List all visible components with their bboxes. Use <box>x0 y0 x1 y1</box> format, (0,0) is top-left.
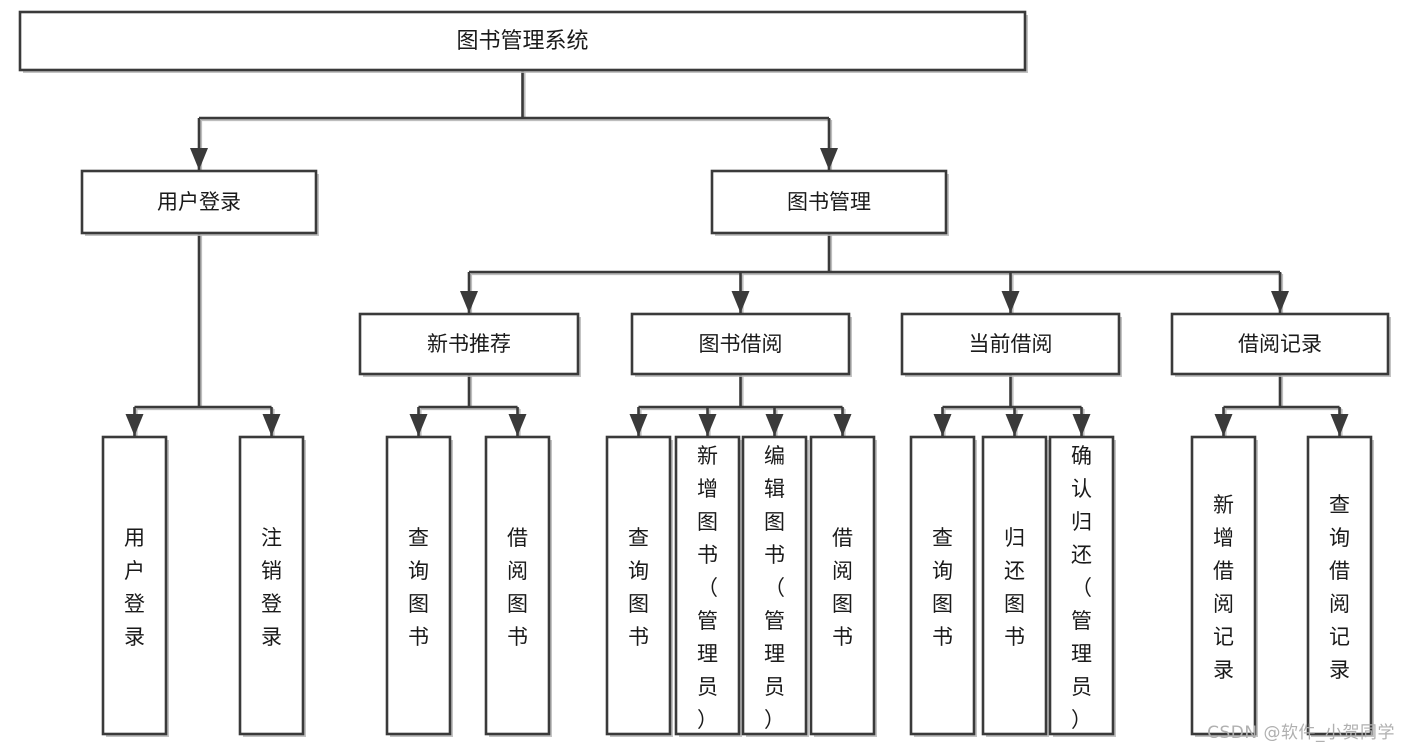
box-outline <box>101 435 168 736</box>
node-label: 确认归还（管理员） <box>1071 444 1092 732</box>
box-outline <box>981 435 1048 736</box>
node-level2-0[interactable]: 用户登录 <box>80 169 319 236</box>
connectors-layer <box>125 70 1349 438</box>
node-label: 新书推荐 <box>427 332 511 356</box>
node-leaf-6[interactable]: 编辑图书（管理员） <box>741 435 809 737</box>
arrow-head-icon <box>629 414 648 436</box>
node-label: 新增借阅记录 <box>1213 493 1234 682</box>
box-outline <box>605 435 672 736</box>
node-level3-0[interactable]: 新书推荐 <box>358 312 581 377</box>
arrow-head-icon <box>1271 291 1289 313</box>
node-label: 当前借阅 <box>969 332 1053 356</box>
node-leaf-8[interactable]: 查询图书 <box>909 435 977 737</box>
box-outline <box>18 10 1027 72</box>
node-label: 用户登录 <box>124 526 145 649</box>
node-label: 借阅记录 <box>1238 332 1322 356</box>
node-level3-2[interactable]: 当前借阅 <box>900 312 1122 377</box>
arrow-head-icon <box>190 148 208 170</box>
arrow-head-icon <box>933 414 952 436</box>
csdn-watermark: CSDN @软件_小贺同学 <box>1207 723 1395 743</box>
node-leaf-9[interactable]: 归还图书 <box>981 435 1049 737</box>
node-label: 查询图书 <box>408 526 429 649</box>
node-leaf-2[interactable]: 查询图书 <box>385 435 453 737</box>
arrow-head-icon <box>262 414 281 436</box>
box-outline <box>1170 312 1390 376</box>
node-label: 注销登录 <box>261 526 282 649</box>
node-level2-1[interactable]: 图书管理 <box>710 169 949 236</box>
box-outline <box>710 169 948 235</box>
box-outline <box>484 435 551 736</box>
box-outline <box>1048 435 1115 736</box>
arrow-head-icon <box>765 414 784 436</box>
node-label: 查询图书 <box>932 526 953 649</box>
node-leaf-7[interactable]: 借阅图书 <box>809 435 877 737</box>
box-outline <box>358 312 580 376</box>
arrow-head-icon <box>1072 414 1091 436</box>
arrow-head-icon <box>508 414 527 436</box>
box-outline <box>909 435 976 736</box>
box-outline <box>80 169 318 235</box>
node-label: 归还图书 <box>1004 526 1025 649</box>
arrow-head-icon <box>698 414 717 436</box>
arrow-head-icon <box>1214 414 1233 436</box>
box-outline <box>900 312 1121 376</box>
arrow-head-icon <box>1005 414 1024 436</box>
node-leaf-12[interactable]: 查询借阅记录 <box>1306 435 1374 737</box>
node-label: 借阅图书 <box>507 526 528 649</box>
node-level3-1[interactable]: 图书借阅 <box>630 312 852 377</box>
node-leaf-5[interactable]: 新增图书（管理员） <box>674 435 742 737</box>
box-outline <box>1306 435 1373 736</box>
arrow-head-icon <box>820 148 838 170</box>
arrow-head-icon <box>731 291 750 313</box>
node-leaf-11[interactable]: 新增借阅记录 <box>1190 435 1258 737</box>
arrow-head-icon <box>409 414 428 436</box>
node-label: 用户登录 <box>157 190 241 214</box>
node-label: 查询借阅记录 <box>1329 493 1350 682</box>
node-label: 借阅图书 <box>832 526 853 649</box>
nodes-layer: 图书管理系统用户登录图书管理新书推荐图书借阅当前借阅借阅记录用户登录注销登录查询… <box>18 10 1391 737</box>
node-root-图书管理系统[interactable]: 图书管理系统 <box>18 10 1028 73</box>
node-label: 新增图书（管理员） <box>697 444 718 732</box>
arrow-head-icon <box>460 291 478 313</box>
box-outline <box>809 435 876 736</box>
box-outline <box>238 435 305 736</box>
node-label: 图书借阅 <box>699 332 783 356</box>
arrow-head-icon <box>125 414 144 436</box>
node-label: 查询图书 <box>628 526 649 649</box>
arrow-head-icon <box>833 414 852 436</box>
box-outline <box>741 435 808 736</box>
node-leaf-1[interactable]: 注销登录 <box>238 435 306 737</box>
arrow-head-icon <box>1001 291 1020 313</box>
node-leaf-10[interactable]: 确认归还（管理员） <box>1048 435 1116 737</box>
node-leaf-4[interactable]: 查询图书 <box>605 435 673 737</box>
node-leaf-0[interactable]: 用户登录 <box>101 435 169 737</box>
node-label: 图书管理 <box>787 190 871 214</box>
box-outline <box>630 312 851 376</box>
node-leaf-3[interactable]: 借阅图书 <box>484 435 552 737</box>
arrow-head-icon <box>1330 414 1349 436</box>
box-outline <box>385 435 452 736</box>
box-outline <box>674 435 741 736</box>
node-label: 图书管理系统 <box>456 29 588 54</box>
box-outline <box>1190 435 1257 736</box>
node-label: 编辑图书（管理员） <box>764 444 785 732</box>
node-level3-3[interactable]: 借阅记录 <box>1170 312 1391 377</box>
